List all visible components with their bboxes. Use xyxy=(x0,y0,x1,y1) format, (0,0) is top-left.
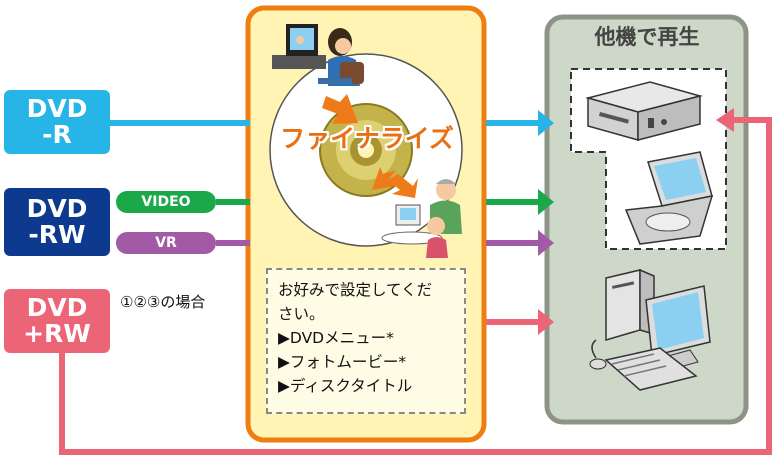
desktop-computer-icon xyxy=(589,268,711,391)
badge-dvd-rw: DVD -RW xyxy=(4,188,110,256)
badge-dvd-plus-rw-line1: DVD xyxy=(26,293,88,322)
arrow-purple xyxy=(486,230,554,256)
disc-icon xyxy=(269,53,463,247)
badge-dvd-plus-rw: DVD +RW xyxy=(4,289,110,353)
finalize-label: ファイナライズ xyxy=(280,124,454,153)
playback-title: 他機で再生 xyxy=(594,25,700,49)
arrow-green xyxy=(486,189,554,215)
badge-dvd-rw-line2: -RW xyxy=(28,220,86,249)
family-viewing-icon xyxy=(381,179,462,258)
settings-box: お好みで設定してくだ さい。 ▶DVDメニュー* ▶フォトムービー* ▶ディスク… xyxy=(266,268,466,414)
pill-video: VIDEO xyxy=(116,191,216,213)
rw-loop-arrowhead xyxy=(716,108,734,132)
finalize-arrows xyxy=(322,94,418,198)
portable-dvd-player-icon xyxy=(624,151,714,245)
rw-loop-line xyxy=(59,117,772,455)
settings-item-disc-title: ▶ディスクタイトル xyxy=(278,377,413,395)
pill-vr: VR xyxy=(116,232,216,254)
settings-intro-line1: お好みで設定してくだ xyxy=(278,281,433,299)
line-video xyxy=(216,199,250,205)
settings-item-dvd-menu: ▶DVDメニュー* xyxy=(278,329,394,347)
arrow-cyan xyxy=(486,110,554,136)
settings-item-photo-movie: ▶フォトムービー* xyxy=(278,353,407,371)
plus-rw-note: ①②③の場合 xyxy=(120,293,206,311)
arrow-pink xyxy=(486,309,554,335)
badge-dvd-r-line1: DVD xyxy=(26,94,88,123)
badge-dvd-plus-rw-line2: +RW xyxy=(23,319,91,348)
settings-intro-line2: さい。 xyxy=(278,305,325,323)
badge-dvd-rw-line1: DVD xyxy=(26,194,88,223)
badge-dvd-r: DVD -R xyxy=(4,90,110,154)
line-dvd-r xyxy=(110,120,250,126)
badge-dvd-r-line2: -R xyxy=(42,120,72,149)
dvd-recorder-icon xyxy=(585,81,703,141)
tv-viewer-icon xyxy=(272,24,364,86)
line-vr xyxy=(216,240,250,246)
